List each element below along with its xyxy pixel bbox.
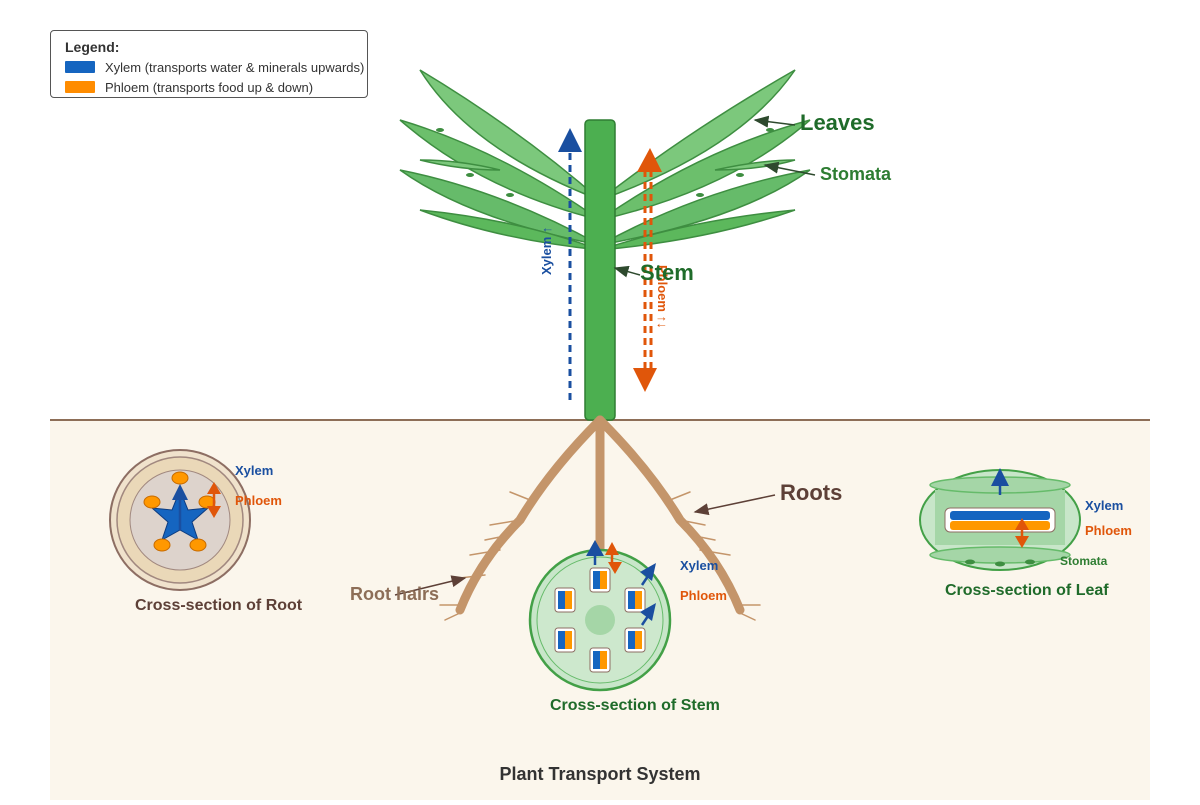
root-phloem-arrowhead-down: [207, 506, 221, 518]
legend: Legend: Xylem (transports water & minera…: [50, 30, 368, 98]
stem-pith: [585, 605, 615, 635]
roots-group: [439, 415, 761, 621]
vascular-bundle: [554, 627, 576, 653]
vascular-bundles: [554, 567, 646, 673]
root-xs-title: Cross-section of Root: [135, 597, 303, 614]
legend-title: Legend:: [65, 39, 120, 55]
roots-pointer: [693, 494, 776, 516]
leaf-xs-phloem-label: Phloem: [1085, 523, 1132, 538]
stem-xs-phloem-label: Phloem: [680, 588, 727, 603]
stem-pointer: [613, 265, 641, 278]
leaf-xylem-arrowhead: [991, 468, 1009, 486]
stomata-dot: [696, 193, 704, 197]
root-xs-xylem-label: Xylem: [235, 463, 273, 478]
vascular-bundle: [624, 627, 646, 653]
leaf-cross-section: [919, 468, 1081, 571]
stem-label: Stem: [640, 260, 694, 285]
root-hairs-pointer: [394, 575, 467, 596]
stem-xs-title: Cross-section of Stem: [550, 697, 720, 714]
root-phloem-patch: [143, 495, 161, 509]
root-hairs: [439, 491, 761, 621]
vascular-bundle: [589, 647, 611, 673]
leaf-phloem-arrowhead-down: [1015, 536, 1029, 548]
leaf-xs-xylem-label: Xylem: [1085, 498, 1123, 513]
stem-cross-section: [528, 540, 672, 692]
stomata-dot: [766, 128, 774, 132]
leaf-stomata-dot: [1025, 559, 1035, 565]
phloem-up-arrowhead: [637, 148, 662, 172]
root-cross-section: [109, 449, 251, 591]
stomata-dot: [436, 128, 444, 132]
vascular-bundle: [589, 567, 611, 593]
stem-xylem-arrowhead: [586, 540, 604, 556]
leaves-pointer: [753, 115, 796, 128]
legend-swatch-phloem: [65, 81, 95, 93]
leaf-phloem-band: [950, 521, 1050, 530]
leaf-lower-epidermis: [929, 546, 1071, 564]
stem: [584, 119, 616, 421]
stomata-dot: [736, 173, 744, 177]
legend-swatch-xylem: [65, 61, 95, 73]
stem-phloem-arrowhead-down: [608, 562, 622, 574]
phloem-arrow-label: Phloem ↑↓: [655, 265, 670, 329]
roots-label: Roots: [780, 480, 842, 505]
xylem-arrowhead: [558, 128, 582, 152]
root-xs-phloem-label: Phloem: [235, 493, 282, 508]
stomata-dot: [506, 193, 514, 197]
legend-label-phloem: Phloem (transports food up & down): [105, 79, 314, 95]
legend-label-xylem: Xylem (transports water & minerals upwar…: [105, 59, 365, 75]
diagram-title: Plant Transport System: [499, 764, 700, 784]
leaves-label: Leaves: [800, 110, 875, 135]
leaf-stomata-dot: [965, 559, 975, 565]
root-phloem-patch: [189, 538, 207, 552]
xylem-arrow-label: Xylem ↑: [539, 227, 554, 275]
phloem-down-arrowhead: [633, 368, 657, 392]
leaf-stomata-dot: [995, 561, 1005, 567]
root-xylem-arrowhead: [172, 484, 188, 500]
root-phloem-patch: [153, 538, 171, 552]
legend-item-xylem: Xylem (transports water & minerals upwar…: [65, 59, 364, 75]
root-phloem-patch: [171, 471, 189, 485]
stem-xylem-diag-arrowhead-1: [640, 563, 656, 581]
stem-xs-xylem-label: Xylem: [680, 558, 718, 573]
leaf-xylem-band: [950, 511, 1050, 520]
leaf-xs-stomata-label: Stomata: [1060, 554, 1108, 568]
stomata-label: Stomata: [820, 164, 892, 184]
root-hairs-label: Root hairs: [350, 584, 439, 604]
leaf-phloem-arrowhead-up: [1015, 518, 1029, 530]
stomata-dot: [466, 173, 474, 177]
root-phloem-arrowhead-up: [207, 482, 221, 494]
vascular-bundle: [624, 587, 646, 613]
stomata-pointer: [763, 161, 816, 176]
stem-xylem-diag-arrowhead-2: [640, 603, 656, 621]
legend-item-phloem: Phloem (transports food up & down): [65, 79, 313, 95]
leaf-xs-title: Cross-section of Leaf: [945, 582, 1109, 599]
stem-phloem-arrowhead-up: [605, 542, 619, 555]
vascular-bundle: [554, 587, 576, 613]
leaf: [419, 159, 501, 171]
